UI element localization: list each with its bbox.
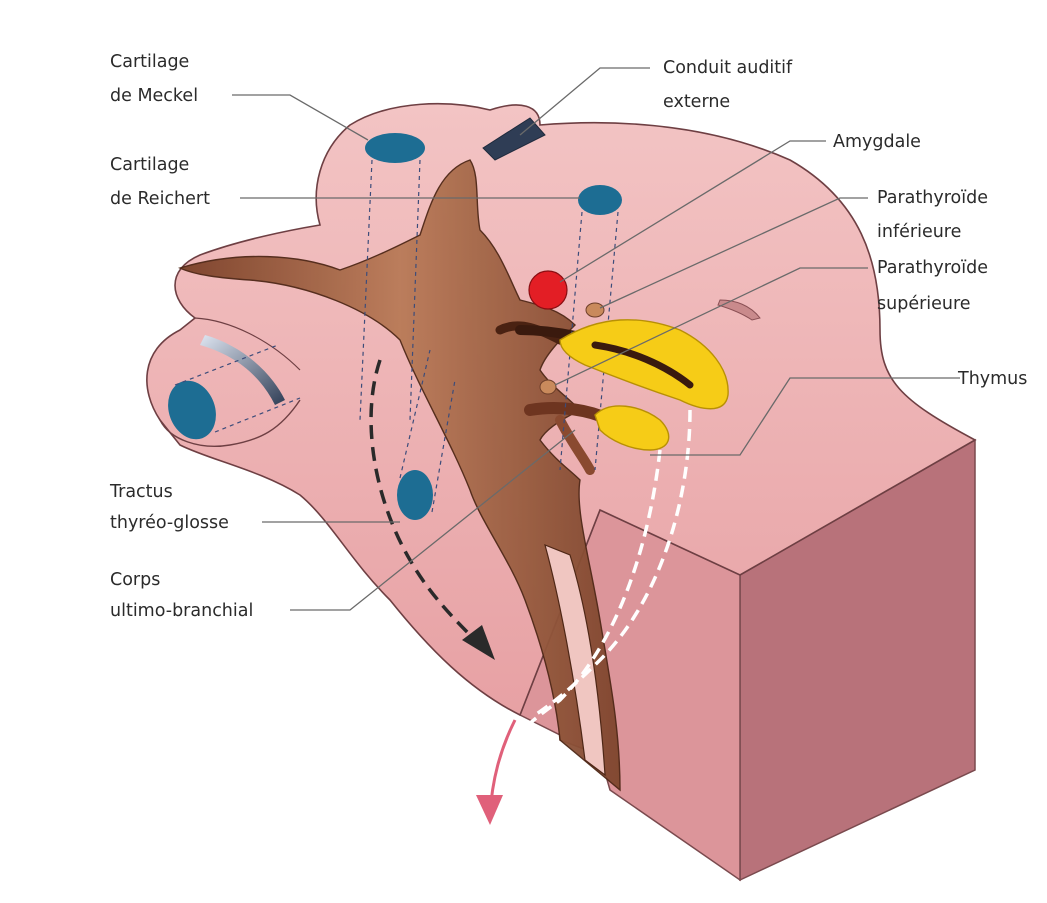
parathyroid-superior	[540, 380, 556, 394]
exit-arrow-head	[476, 795, 503, 825]
meckel-cartilage-top	[365, 133, 425, 163]
label-conduit-line2: externe	[663, 92, 730, 112]
label-parathyroide-inf-line2: inférieure	[877, 222, 961, 242]
label-tractus-line2: thyréo-glosse	[110, 513, 229, 533]
label-reichert-line2: de Reichert	[110, 189, 210, 209]
reichert-cartilage-top	[578, 185, 622, 215]
label-parathyroide-sup-line2: supérieure	[877, 294, 971, 314]
label-parathyroide-sup-line1: Parathyroïde	[877, 258, 988, 278]
label-meckel-line1: Cartilage	[110, 52, 189, 72]
label-corps-line2: ultimo-branchial	[110, 601, 253, 621]
label-thymus: Thymus	[957, 369, 1027, 389]
amygdale-tonsil	[529, 271, 567, 309]
parathyroid-inferior	[586, 303, 604, 317]
label-conduit-line1: Conduit auditif	[663, 58, 793, 78]
label-tractus-line1: Tractus	[109, 482, 173, 502]
thyreoglossal-cartilage	[397, 470, 433, 520]
label-amygdale: Amygdale	[833, 132, 921, 152]
label-parathyroide-inf-line1: Parathyroïde	[877, 188, 988, 208]
label-meckel-line2: de Meckel	[110, 86, 198, 106]
label-reichert-line1: Cartilage	[110, 155, 189, 175]
label-corps-line1: Corps	[110, 570, 160, 590]
